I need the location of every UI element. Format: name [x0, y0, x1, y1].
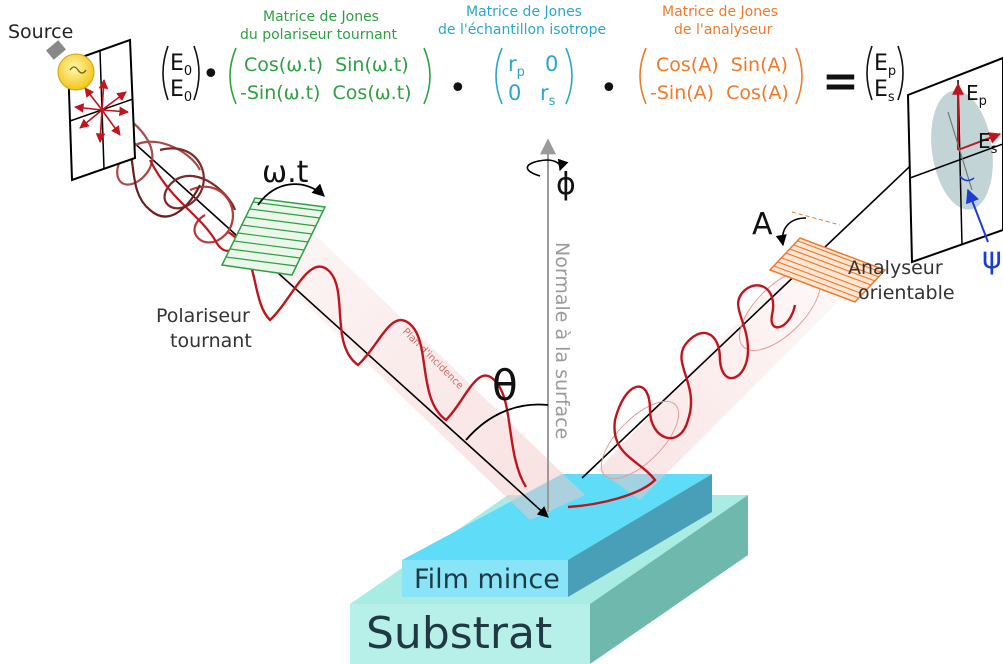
- phi-rotation-arrow: [526, 158, 569, 177]
- equals-sign: =: [822, 56, 859, 107]
- sample-matrix-title-2: de l'échantillon isotrope: [438, 22, 606, 38]
- psi-pointer: [965, 188, 989, 243]
- svg-text:Ep: Ep: [874, 51, 896, 79]
- es-label: Es: [978, 129, 998, 157]
- polariser-matrix: Cos(ω.t) Sin(ω.t) -Sin(ω.t) Cos(ω.t): [229, 47, 431, 105]
- input-vector: E0 E0: [162, 45, 200, 105]
- orientable-analyser: [768, 211, 887, 303]
- analyser-label-line2: orientable: [858, 282, 955, 304]
- rotating-polariser: [220, 197, 327, 276]
- polariser-matrix-title-1: Matrice de Jones: [263, 9, 379, 25]
- svg-text:E0: E0: [170, 51, 192, 79]
- svg-text:0: 0: [545, 52, 558, 76]
- svg-text:-Sin(A) Cos(A): -Sin(A) Cos(A): [650, 82, 789, 104]
- dot-operator-1: •: [202, 57, 220, 92]
- polarisation-ellipse: [931, 90, 993, 210]
- polariser-matrix-title-2: du polariseur tournant: [240, 27, 398, 43]
- svg-text:Cos(ω.t) Sin(ω.t): Cos(ω.t) Sin(ω.t): [244, 54, 409, 76]
- omega-t-rotation-arrow: [257, 183, 325, 206]
- reflected-helix-wave: [567, 284, 797, 509]
- source-polarisation-arrows: [74, 79, 129, 143]
- svg-text:rs: rs: [540, 81, 556, 109]
- detector-frame: [906, 56, 1003, 264]
- film-label: Film mince: [414, 564, 560, 595]
- source-label: Source: [8, 21, 73, 43]
- svg-text:rp: rp: [508, 52, 525, 80]
- sample-matrix-title-1: Matrice de Jones: [466, 4, 582, 20]
- polariser-label-line1: Polariseur: [156, 305, 250, 327]
- polariser-label-line2: tournant: [170, 330, 252, 352]
- reflected-ray: [581, 131, 947, 479]
- svg-text:Es: Es: [874, 77, 895, 105]
- theta-label: θ: [492, 361, 518, 410]
- ep-label: Ep: [966, 81, 987, 109]
- analyser-matrix: Cos(A) Sin(A) -Sin(A) Cos(A): [639, 47, 803, 105]
- omega-t-label: ω.t: [262, 155, 309, 190]
- phi-label: ϕ: [556, 167, 576, 202]
- analyser-matrix-title-2: de l'analyseur: [674, 22, 773, 38]
- substrate-label: Substrat: [366, 608, 552, 659]
- light-bulb-icon: [46, 40, 95, 91]
- dot-operator-2: •: [449, 71, 467, 106]
- svg-text:E0: E0: [170, 77, 192, 105]
- theta-arc: [465, 403, 549, 441]
- svg-text:Cos(A) Sin(A): Cos(A) Sin(A): [656, 54, 788, 76]
- svg-text:0: 0: [508, 81, 521, 105]
- psi-label: ψ: [982, 241, 1002, 276]
- output-vector: Ep Es: [866, 45, 904, 105]
- analyser-matrix-title-1: Matrice de Jones: [662, 4, 778, 20]
- dot-operator-3: •: [600, 71, 618, 106]
- A-label: A: [752, 207, 773, 242]
- analyser-label-line1: Analyseur: [848, 257, 943, 279]
- normal-label: Normale à la surface: [551, 242, 573, 439]
- svg-text:-Sin(ω.t) Cos(ω.t): -Sin(ω.t) Cos(ω.t): [240, 82, 412, 104]
- A-rotation-arrow: [775, 217, 807, 247]
- incident-wave: [227, 230, 528, 488]
- sample-matrix: rp 0 0 rs: [495, 47, 573, 109]
